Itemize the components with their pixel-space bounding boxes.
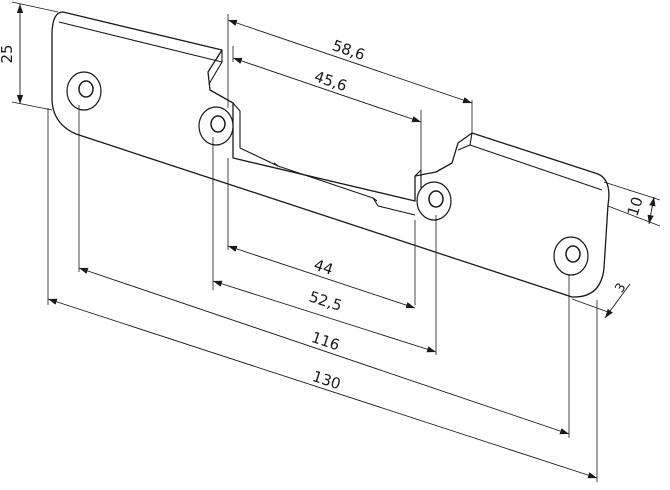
plate-outline	[51, 11, 610, 298]
label-58-6: 58,6	[330, 36, 367, 64]
mounting-hole-1	[66, 71, 102, 111]
mounting-hole-2	[198, 106, 234, 146]
dim-line-130	[47, 298, 598, 479]
label-130: 130	[310, 367, 343, 393]
dim-line-3	[604, 283, 631, 319]
notch-left-edge	[208, 50, 223, 85]
strike-plate	[51, 11, 610, 298]
mounting-hole-4	[553, 236, 589, 276]
mounting-hole-3	[416, 181, 452, 221]
dim-line-10	[647, 196, 656, 225]
dimension-lines	[16, 4, 656, 479]
label-44: 44	[312, 256, 336, 279]
label-52-5: 52,5	[307, 288, 344, 315]
label-10: 10	[624, 195, 647, 219]
slot-step	[273, 162, 378, 202]
plate-front-edge-right	[469, 144, 603, 191]
dim-line-45-6	[232, 57, 422, 123]
label-116: 116	[309, 328, 342, 354]
plate-front-edge	[58, 21, 223, 63]
slot-left-wall	[232, 102, 241, 148]
label-25: 25	[0, 44, 16, 63]
label-3: 3	[612, 281, 629, 296]
notch-right-edge	[457, 132, 473, 151]
dim-line-58-6	[227, 19, 473, 104]
